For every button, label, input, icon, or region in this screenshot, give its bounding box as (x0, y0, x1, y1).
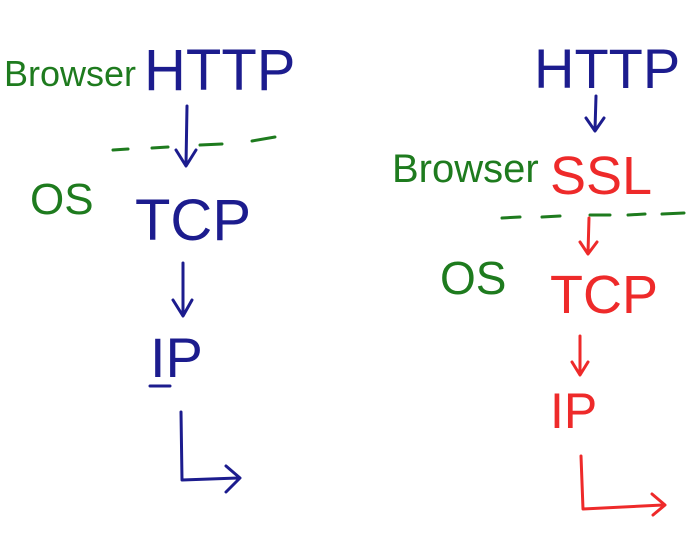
right-arrow-out (579, 454, 667, 517)
right-browser-os-divider (500, 211, 686, 220)
left-arrow-http-tcp (174, 104, 198, 168)
left-stack: Browser HTTP OS TCP IP (4, 38, 295, 494)
right-tcp-layer: TCP (550, 265, 658, 325)
right-ssl-layer: SSL (550, 146, 652, 206)
left-os-label: OS (30, 175, 94, 224)
left-arrow-out (179, 410, 242, 494)
left-ip-layer: IP (150, 326, 203, 389)
right-stack: HTTP Browser SSL OS TCP IP (392, 37, 686, 517)
right-ip-layer: IP (550, 383, 597, 439)
right-arrow-http-ssl (584, 94, 606, 133)
right-browser-label: Browser (392, 147, 539, 191)
left-browser-label: Browser (4, 53, 136, 94)
left-arrow-tcp-ip (171, 261, 194, 318)
left-tcp-layer: TCP (135, 188, 251, 253)
right-arrow-ssl-tcp (578, 216, 599, 256)
right-arrow-tcp-ip (570, 334, 590, 377)
right-os-label: OS (440, 252, 506, 304)
right-http-layer: HTTP (534, 37, 680, 100)
left-browser-os-divider (111, 135, 277, 152)
left-http-layer: HTTP (144, 38, 295, 103)
